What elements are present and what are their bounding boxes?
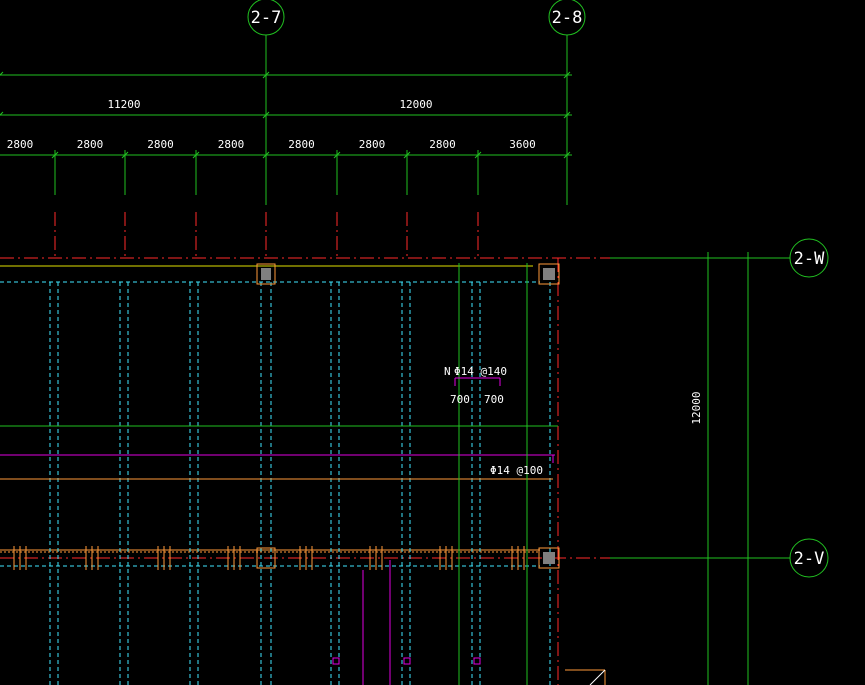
vertical-dimension: 12000 <box>690 391 703 424</box>
overall-dimension: 11200 <box>107 98 140 111</box>
drawing-fragment <box>565 669 606 685</box>
grid-label: 2-W <box>794 249 825 269</box>
segment-dimension: 2800 <box>7 138 34 151</box>
grid-label: 2-8 <box>552 8 583 28</box>
segment-dimension: 2800 <box>429 138 456 151</box>
rebar-spec-top: Φ14 @140 <box>454 365 507 378</box>
grid-bubble-2-8[interactable]: 2-8 <box>548 0 586 36</box>
columns <box>256 263 560 569</box>
grid-bubble-2-V[interactable]: 2-V <box>789 538 829 578</box>
grid-bubble-2-W[interactable]: 2-W <box>789 238 829 278</box>
rebar-prefix: N <box>444 365 451 378</box>
segment-dimension: 2800 <box>288 138 315 151</box>
segment-dimension: 2800 <box>147 138 174 151</box>
rebar-length-right: 700 <box>484 393 504 406</box>
segment-dimension: 2800 <box>218 138 245 151</box>
rebar-markers <box>332 657 481 665</box>
column[interactable] <box>256 547 276 569</box>
segment-dimension: 2800 <box>359 138 386 151</box>
grid-label: 2-V <box>794 549 825 569</box>
rebar-hatch-marks <box>13 546 525 570</box>
column[interactable] <box>538 263 560 285</box>
grid-label: 2-7 <box>251 8 282 28</box>
grid-bubble-2-7[interactable]: 2-7 <box>247 0 285 36</box>
rebar-spec-bottom: Φ14 @100 <box>490 464 543 477</box>
axis-lines <box>0 212 610 685</box>
overall-dimension: 12000 <box>399 98 432 111</box>
rebar-length-left: 700 <box>450 393 470 406</box>
segment-dimension: 3600 <box>509 138 536 151</box>
column[interactable] <box>256 263 276 285</box>
segment-dimension: 2800 <box>77 138 104 151</box>
column[interactable] <box>538 547 560 569</box>
dimension-lines <box>0 35 790 685</box>
rebar-lines <box>0 263 558 685</box>
beams <box>0 265 551 685</box>
